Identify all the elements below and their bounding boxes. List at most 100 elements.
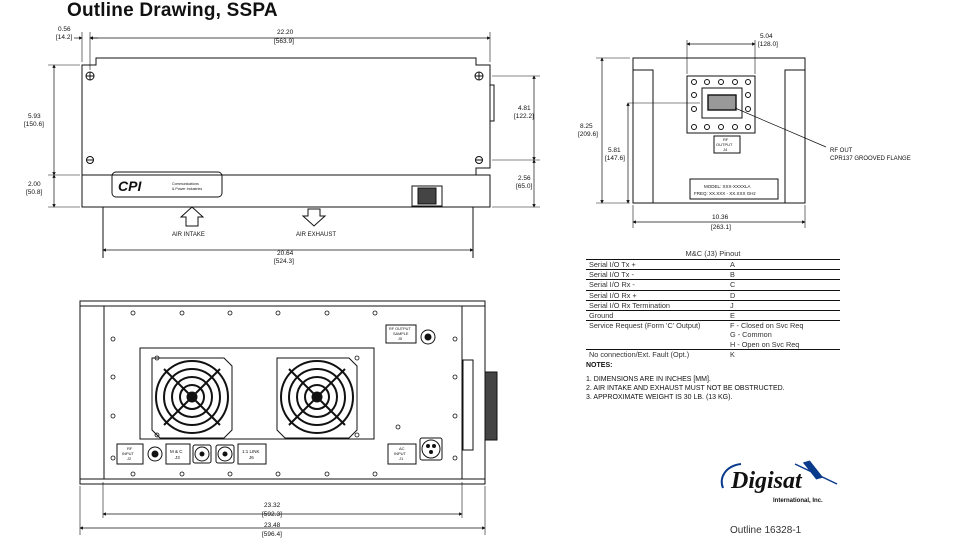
svg-text:[563.9]: [563.9] [274, 38, 294, 45]
notes-heading: NOTES: [586, 362, 613, 369]
pinout-pin: A [710, 258, 840, 270]
pinout-pin: C [710, 279, 840, 291]
svg-text:[14.2]: [14.2] [56, 34, 72, 41]
top-view: CPI Communications & Power Industries AI… [48, 32, 540, 258]
mc-connector [192, 444, 212, 464]
pinout-title: M&C (J3) Pinout [685, 249, 741, 258]
svg-text:RF OUT: RF OUT [830, 148, 853, 154]
mount-hole [475, 156, 483, 164]
fan-guard [276, 357, 358, 439]
pinout-signal: Serial I/O Tx + [586, 258, 710, 270]
page-title: Outline Drawing, SSPA [67, 0, 278, 21]
svg-text:J2: J2 [127, 456, 132, 461]
rf-out-flange [686, 75, 756, 134]
svg-text:SAMPLE: SAMPLE [393, 332, 409, 336]
ac-input-connector [419, 437, 443, 461]
pinout-pin: G - Common [730, 330, 772, 340]
pinout-pin: D [710, 289, 840, 301]
front-view [79, 300, 498, 535]
pinout-row: Serial I/O Rx -C [586, 279, 840, 291]
cpi-logo: CPI Communications & Power Industries [111, 171, 223, 198]
air-exhaust-arrow: AIR EXHAUST [296, 208, 336, 238]
svg-text:5.93: 5.93 [28, 113, 41, 120]
svg-text:5.81: 5.81 [608, 147, 621, 154]
pinout-pin: H - Open on Svc Req [730, 339, 800, 349]
svg-text:0.56: 0.56 [58, 26, 71, 33]
svg-text:Digisat: Digisat [730, 468, 803, 494]
svg-text:J5: J5 [398, 337, 402, 341]
pinout-row: Service Request (Form 'C' Output)F - Clo… [586, 320, 840, 331]
svg-text:J6: J6 [249, 455, 254, 460]
fan-panel [139, 347, 375, 440]
model-plate [689, 178, 779, 200]
rf-input-connector [147, 446, 163, 462]
front-panel [103, 305, 463, 480]
pinout-pin: B [710, 269, 840, 280]
svg-text:23.32: 23.32 [264, 502, 281, 509]
rf-output-sample-label [385, 324, 417, 344]
end-view-body [632, 57, 806, 204]
svg-text:J3: J3 [175, 455, 180, 460]
notes: NOTES: 1. DIMENSIONS ARE IN INCHES [MM].… [586, 362, 785, 402]
fan-guard [151, 357, 233, 439]
svg-text:[122.2]: [122.2] [514, 113, 534, 120]
svg-text:1:1 LINK: 1:1 LINK [242, 449, 260, 454]
pinout-signal: Serial I/O Tx - [586, 269, 710, 280]
pinout-signal [586, 340, 710, 350]
pinout-signal: Serial I/O Rx - [586, 279, 710, 291]
mount-hole [86, 156, 94, 164]
note-item: 2. AIR INTAKE AND EXHAUST MUST NOT BE OB… [586, 385, 785, 392]
svg-text:10.36: 10.36 [712, 214, 729, 221]
svg-text:RF: RF [127, 446, 133, 451]
pinout-row: Serial I/O Tx +A [586, 258, 840, 270]
svg-text:International, Inc.: International, Inc. [773, 498, 823, 504]
svg-text:2.00: 2.00 [28, 181, 41, 188]
svg-text:RF: RF [723, 137, 729, 142]
svg-text:[209.6]: [209.6] [578, 131, 598, 138]
svg-text:RF OUTPUT: RF OUTPUT [389, 327, 411, 331]
top-view-body [81, 57, 491, 176]
ac-input-label [387, 443, 417, 465]
svg-text:[65.0]: [65.0] [516, 183, 532, 190]
note-item: 1. DIMENSIONS ARE IN INCHES [MM]. [586, 376, 711, 383]
svg-text:AIR EXHAUST: AIR EXHAUST [296, 232, 336, 238]
pinout-pin: F - Closed on Svc Req [710, 320, 840, 331]
note-item: 3. APPROXIMATE WEIGHT IS 30 LB. (13 KG). [586, 394, 733, 401]
svg-text:[524.3]: [524.3] [274, 258, 294, 265]
top-view-dim-labels: 0.56 [14.2] 22.20 [563.9] 5.93 [150.6] 2… [24, 26, 534, 265]
pinout-row: G - Common [586, 330, 840, 339]
svg-text:AC: AC [399, 446, 405, 451]
air-intake-arrow: AIR INTAKE [172, 206, 205, 238]
svg-text:[263.1]: [263.1] [711, 224, 731, 231]
svg-text:J4: J4 [723, 147, 728, 152]
outline-id: Outline 16328-1 [730, 525, 802, 536]
svg-text:INPUT: INPUT [122, 451, 135, 456]
link-connector [215, 444, 235, 464]
pinout-pin: J [710, 299, 840, 311]
pinout-row: Serial I/O Tx -B [586, 269, 840, 280]
link-label [237, 443, 267, 465]
svg-text:M & C: M & C [170, 449, 183, 454]
pinout-signal: Service Request (Form 'C' Output) [586, 320, 710, 331]
svg-text:23.48: 23.48 [264, 522, 281, 529]
pinout-signal [586, 330, 710, 339]
svg-text:[592.3]: [592.3] [262, 511, 282, 518]
pinout-row: Serial I/O Rx +D [586, 289, 840, 301]
pinout-row: H - Open on Svc Req [586, 340, 840, 350]
rf-output-sample-connector [420, 329, 436, 345]
mc-label [165, 443, 191, 465]
digisat-logo: Digisat International, Inc. [720, 460, 838, 504]
front-view-labels: RF OUTPUT SAMPLE J5 RF INPUT J2 M & C J3… [122, 327, 411, 538]
pinout-pin: E [710, 310, 840, 321]
pinout-pin: K [710, 348, 840, 360]
end-view-labels: 5.04 [128.0] 8.25 [209.6] 5.81 [147.6] 1… [578, 33, 911, 231]
svg-text:& Power Industries: & Power Industries [172, 187, 202, 191]
rf-input-label [116, 443, 144, 465]
svg-text:[50.8]: [50.8] [26, 189, 42, 196]
svg-text:OUTPUT: OUTPUT [716, 142, 733, 147]
mount-hole [474, 71, 484, 81]
rf-output-label [713, 135, 741, 154]
